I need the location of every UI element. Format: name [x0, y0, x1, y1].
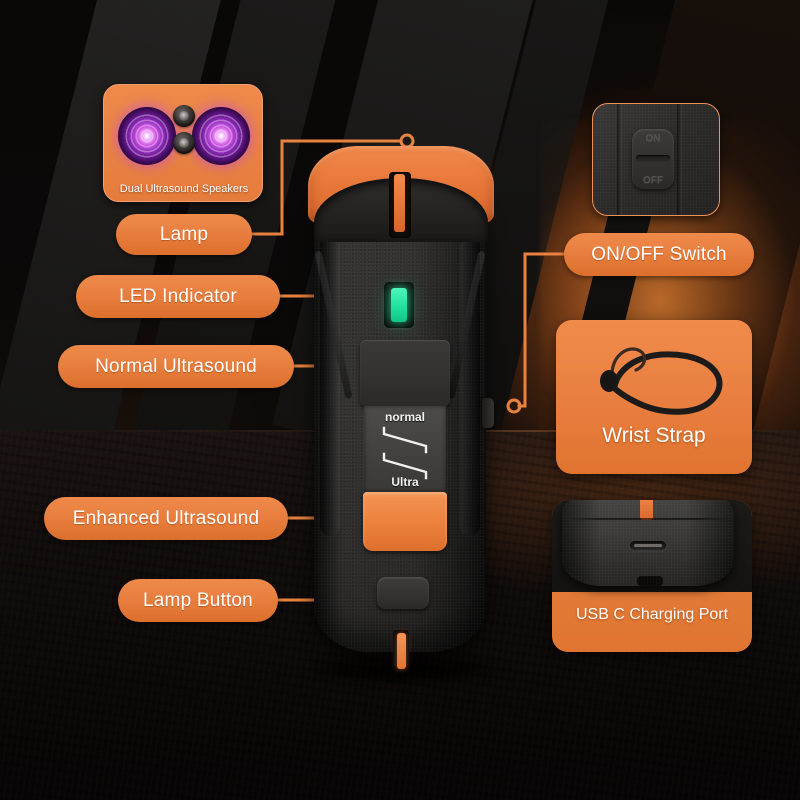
label-on-off-switch-text: ON/OFF Switch — [591, 243, 727, 265]
detail-panel-usb-port: USB C Charging Port — [552, 500, 752, 652]
product-device: normal Ultra — [270, 140, 540, 693]
switch-groove — [677, 104, 682, 215]
usb-caption: USB C Charging Port — [575, 606, 729, 623]
device-bottom-view — [562, 500, 734, 586]
usb-orange-tab — [640, 500, 653, 520]
label-lamp-text: Lamp — [159, 223, 209, 245]
wrist-strap-icon — [600, 347, 723, 415]
detail-panel-on-off-switch: ON OFF — [592, 103, 720, 216]
ultrasound-speaker-right-icon — [192, 107, 250, 165]
wrist-strap-slot — [393, 630, 409, 672]
strap-slot-bottom — [637, 576, 663, 586]
sensor-dome-lower-icon — [173, 132, 195, 154]
on-off-switch-nub[interactable] — [482, 398, 494, 428]
label-normal-ultrasound[interactable]: Normal Ultrasound — [58, 345, 294, 388]
enhanced-ultrasound-button[interactable] — [363, 492, 447, 551]
label-led-indicator[interactable]: LED Indicator — [76, 275, 280, 318]
label-normal-ultrasound-text: Normal Ultrasound — [95, 355, 257, 377]
usb-c-port-icon — [628, 539, 668, 552]
normal-ultrasound-button[interactable] — [360, 340, 450, 406]
speakers-caption: Dual Ultrasound Speakers — [119, 183, 249, 195]
device-edge-right — [460, 236, 480, 536]
device-led-housing — [384, 282, 414, 328]
lamp-button[interactable] — [377, 577, 429, 609]
wrist-strap-title: Wrist Strap — [602, 424, 706, 447]
label-led-indicator-text: LED Indicator — [119, 285, 237, 307]
mode-label-ultra: Ultra — [391, 475, 419, 489]
label-lamp[interactable]: Lamp — [116, 214, 252, 255]
ultrasound-speaker-left-icon — [118, 107, 176, 165]
label-enhanced-ultrasound[interactable]: Enhanced Ultrasound — [44, 497, 288, 540]
usb-photo-backdrop — [552, 500, 752, 592]
mode-slider-graphic — [382, 426, 428, 480]
device-edge-left — [320, 236, 340, 536]
switch-grip-bar — [636, 155, 670, 162]
switch-off-label: OFF — [643, 175, 663, 186]
device-seam — [566, 518, 730, 520]
sensor-dome-upper-icon — [173, 105, 195, 127]
mode-label-normal: normal — [384, 410, 425, 424]
label-lamp-button[interactable]: Lamp Button — [118, 579, 278, 622]
switch-on-label: ON — [645, 133, 661, 144]
label-enhanced-ultrasound-text: Enhanced Ultrasound — [72, 507, 260, 529]
led-indicator-light — [391, 288, 407, 322]
speakers-illustration — [104, 85, 262, 177]
label-lamp-button-text: Lamp Button — [143, 589, 253, 611]
mode-indicator-plate: normal Ultra — [364, 406, 446, 492]
switch-slider[interactable]: ON OFF — [632, 129, 674, 189]
detail-panel-wrist-strap: Wrist Strap — [556, 320, 752, 474]
switch-groove — [617, 104, 622, 215]
detail-panel-speakers: Dual Ultrasound Speakers — [103, 84, 263, 202]
device-lamp-slot — [389, 172, 411, 238]
label-on-off-switch[interactable]: ON/OFF Switch — [564, 233, 754, 276]
